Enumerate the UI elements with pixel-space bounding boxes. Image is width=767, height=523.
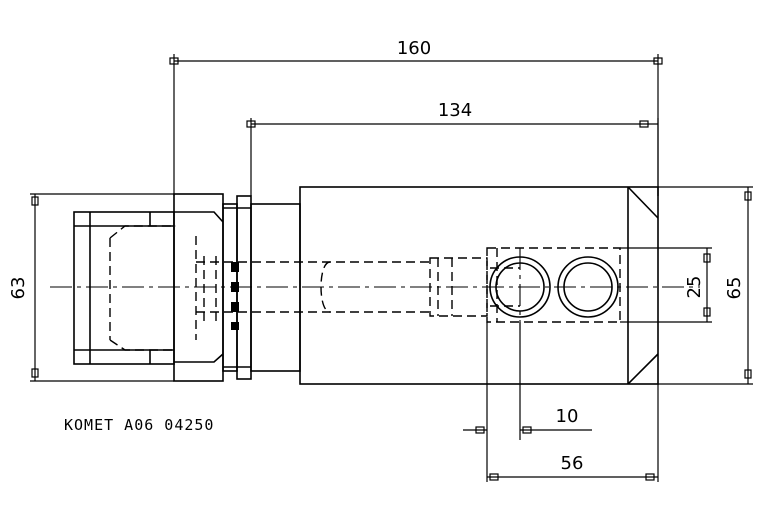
dim-body-length: 134 [246, 100, 659, 196]
dim-label-25: 25 [684, 276, 705, 299]
main-body [299, 186, 659, 385]
dim-label-56: 56 [561, 453, 584, 474]
dim-offset: 10 [463, 322, 592, 440]
dim-hole-region-width: 56 [486, 384, 659, 482]
dim-label-63: 63 [8, 277, 29, 300]
dim-label-10: 10 [556, 406, 579, 427]
dim-label-134: 134 [438, 100, 472, 121]
dim-label-65: 65 [724, 277, 745, 300]
dim-flange-height: 63 [8, 193, 174, 382]
dim-overall-length: 160 [169, 38, 663, 196]
part-label: KOMET A06 04250 [64, 416, 214, 434]
dim-label-160: 160 [397, 38, 431, 59]
dim-hole-spacing: 25 [620, 247, 712, 323]
dim-body-height: 65 [658, 186, 753, 385]
